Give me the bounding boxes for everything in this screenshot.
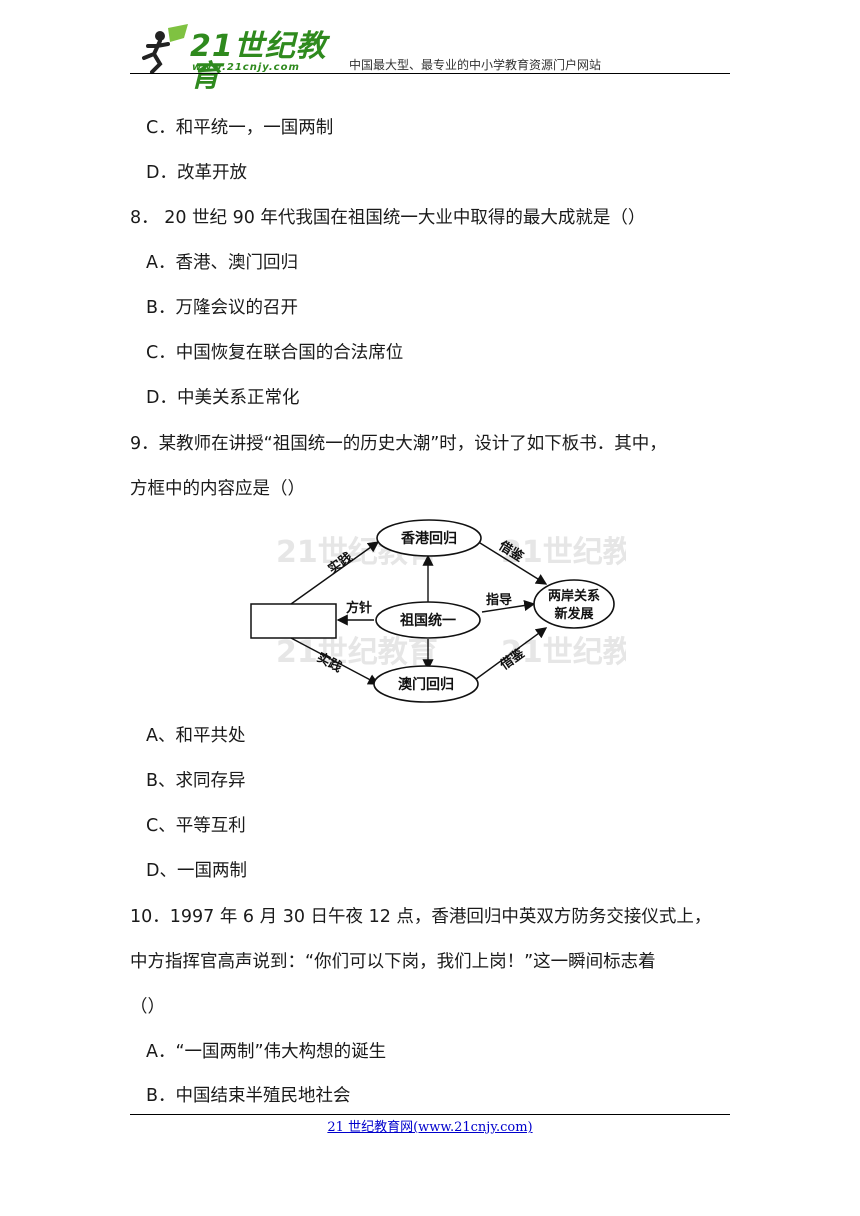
option-d-q9: D、一国两制 [146,861,247,881]
header-tagline: 中国最大型、最专业的中小学教育资源门户网站 [349,58,602,72]
node-center-label: 祖国统一 [399,612,456,629]
option-b-q10: B．中国结束半殖民地社会 [146,1086,351,1106]
arrow-reference-top [471,537,548,585]
arrow-practice-top [290,541,380,605]
node-cross-strait-label-2: 新发展 [554,606,594,622]
option-c-q7: C．和平统一，一国两制 [146,118,334,138]
node-cross-strait-label-1: 两岸关系 [548,588,600,604]
arrow-guide [481,599,536,613]
arrow-reference-bottom [471,627,548,683]
option-a-q9: A、和平共处 [146,726,246,746]
question-9-line1: 9．某教师在讲授“祖国统一的历史大潮”时，设计了如下板书．其中， [130,434,667,454]
edge-policy-label: 方针 [346,600,372,616]
option-c-q8: C．中国恢复在联合国的合法席位 [146,343,404,363]
question-10-line1: 10．1997 年 6 月 30 日午夜 12 点，香港回归中英双方防务交接仪式… [130,907,712,927]
edge-guide-label: 指导 [486,592,512,608]
watermark-text: 21世纪教育 [501,635,626,670]
runner-logo-icon [142,24,188,74]
node-macau [373,665,479,703]
question-8: 8． 20 世纪 90 年代我国在祖国统一大业中取得的最大成就是（） [130,208,646,228]
logo-text: 21世纪教育 [190,29,327,94]
option-d-q8: D．中美关系正常化 [146,388,300,408]
node-cross-strait [533,579,615,629]
header-divider [130,73,730,74]
answer-box [250,603,337,639]
watermark-text: 21世纪教育 [276,635,438,670]
node-center [375,601,481,639]
page-header: 21世纪教育 www.21cnjy.com 中国最大型、最专业的中小学教育资源门… [130,22,730,92]
footer-divider [130,1114,730,1115]
option-c-q9: C、平等互利 [146,816,246,836]
node-hongkong-label: 香港回归 [400,530,457,547]
question-10-line2: 中方指挥官高声说到：“你们可以下岗，我们上岗！”这一瞬间标志着 [130,952,656,972]
footer-link[interactable]: 21 世纪教育网(www.21cnjy.com) [327,1120,533,1135]
node-macau-label: 澳门回归 [398,676,454,693]
question-9-line2: 方框中的内容应是（） [130,479,305,499]
unification-diagram: 21世纪教育 21世纪教育 21世纪教育 21世纪教育 香港回归 祖国统一 澳门… [250,519,626,703]
node-hongkong [376,519,482,557]
option-d-q7: D．改革开放 [146,163,247,183]
arrow-practice-bottom [290,637,380,685]
option-b-q8: B．万隆会议的召开 [146,298,299,318]
option-b-q9: B、求同存异 [146,771,246,791]
watermark-text: 21世纪教育 [501,535,626,570]
question-10-line3: （） [130,997,165,1017]
option-a-q10: A．“一国两制”伟大构想的诞生 [146,1042,387,1062]
site-logo[interactable]: 21世纪教育 www.21cnjy.com [130,22,340,92]
option-a-q8: A．香港、澳门回归 [146,253,298,273]
logo-url: www.21cnjy.com [192,62,300,73]
